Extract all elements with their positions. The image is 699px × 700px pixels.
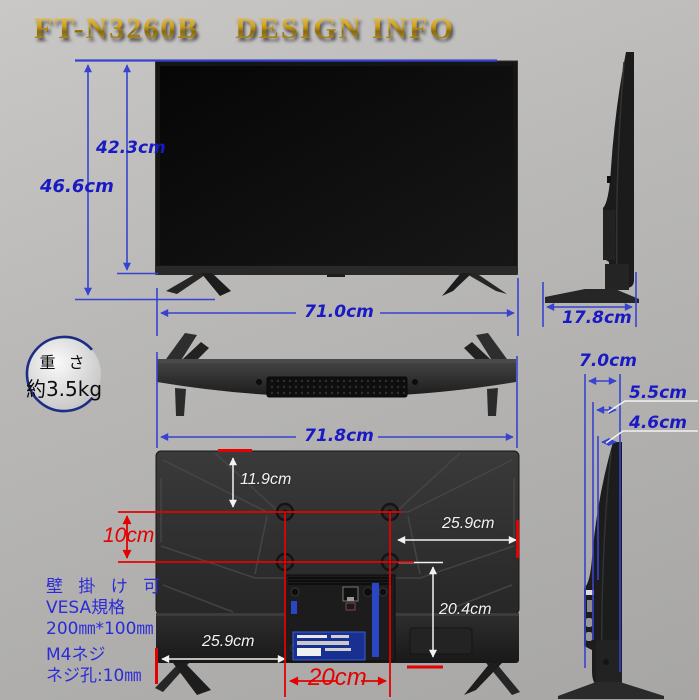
- weight-value: 約3.5kg: [25, 377, 103, 401]
- side-stand-neck: [605, 264, 629, 290]
- weight-label: 重 さ: [39, 353, 89, 372]
- spec-sticker: [292, 631, 366, 661]
- front-screen: [160, 66, 513, 265]
- dim-total-height: 46.6cm: [40, 176, 114, 197]
- front-chin: [155, 266, 518, 275]
- front-ir-notch: [327, 274, 345, 277]
- hdmi-port-icon: [586, 618, 592, 627]
- port-label-strip: [372, 583, 379, 657]
- bottom-feet: [175, 388, 498, 416]
- weight-text: 重 さ 約3.5kg: [24, 349, 104, 402]
- dim-left-to-vesa: 25.9cm: [202, 633, 255, 650]
- wall-mount-line3: 200㎜*100㎜: [46, 619, 154, 639]
- dim-total-width: 71.8cm: [304, 426, 374, 446]
- dim-stand-width: 71.0cm: [304, 302, 374, 322]
- front-left-foot: [166, 273, 231, 296]
- red-vesa-lines: [118, 511, 414, 697]
- screw-note: M4ネジ ネジ孔:10㎜: [46, 645, 141, 687]
- white-dimension-lines: [161, 400, 698, 663]
- dim-vesa-to-bottom: 20.4cm: [439, 601, 492, 618]
- wall-mount-note: 壁 掛 け 可 VESA規格 200㎜*100㎜: [46, 577, 165, 640]
- side-electronics-bump: [603, 210, 615, 260]
- weight-badge: 重 さ 約3.5kg: [24, 334, 104, 414]
- ethernet-port-icon: [342, 586, 359, 611]
- screw-line2: ネジ孔:10㎜: [46, 666, 142, 686]
- side-rear-stand-base: [558, 682, 664, 699]
- back-left-foot: [155, 663, 211, 695]
- hdmi-port-icon: [586, 632, 592, 641]
- screw-line1: M4ネジ: [46, 645, 106, 665]
- side-stand-base: [545, 289, 639, 303]
- tv-back-view: [155, 450, 520, 695]
- title-label: DESIGN INFO: [235, 12, 455, 45]
- wall-mount-line2: VESA規格: [46, 598, 126, 618]
- side-port-icons: [586, 590, 594, 641]
- dim-vesa-to-right: 25.9cm: [442, 515, 495, 532]
- dim-vesa-vertical: 10cm: [103, 524, 155, 547]
- dim-panel-height: 42.3cm: [96, 138, 166, 158]
- bottom-speaker-grille: [266, 376, 408, 398]
- dim-thickness-max: 7.0cm: [579, 351, 637, 371]
- red-edge-ticks: [155, 449, 519, 684]
- back-right-foot: [464, 663, 520, 695]
- dim-thickness-min: 4.6cm: [629, 413, 687, 433]
- tv-front-view: [155, 60, 518, 296]
- front-right-foot: [442, 273, 507, 296]
- back-right-bay: [409, 627, 473, 655]
- dim-thickness-mid: 5.5cm: [629, 383, 687, 403]
- page-title: FT-N3260B DESIGN INFO: [34, 12, 455, 46]
- tv-bottom-view: [157, 333, 516, 416]
- title-model: FT-N3260B: [34, 12, 200, 45]
- weight-badge-circle: [25, 335, 103, 413]
- wall-mount-line1: 壁 掛 け 可: [46, 577, 166, 597]
- blue-dimension-lines: [75, 59, 637, 672]
- usb-port-icon: [586, 590, 594, 595]
- dim-top-to-vesa: 11.9cm: [240, 471, 292, 488]
- back-port-recess: [284, 574, 396, 662]
- dim-vesa-horizontal: 20cm: [308, 664, 367, 691]
- tv-side-view: [545, 52, 639, 303]
- side-rear-stand-column: [596, 640, 622, 688]
- dim-stand-depth: 17.8cm: [562, 308, 632, 328]
